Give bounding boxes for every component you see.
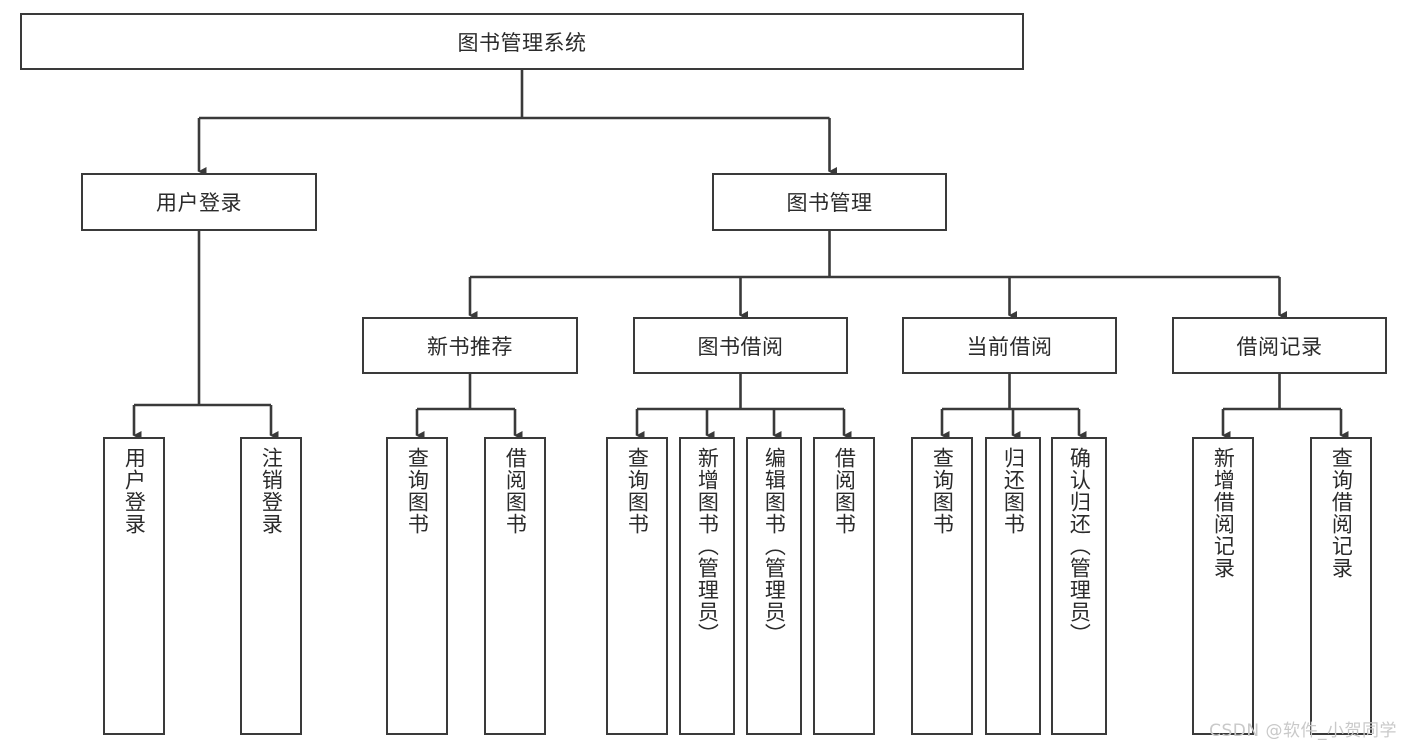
node-leaf-user-login[interactable]: 用户登录 [103, 437, 165, 735]
node-label: 确认归还（管理员） [1067, 447, 1092, 645]
node-borrow-record[interactable]: 借阅记录 [1172, 317, 1387, 374]
node-label: 用户登录 [122, 447, 147, 535]
node-root-图书管理系统[interactable]: 图书管理系统 [20, 13, 1024, 70]
node-leaf-borrow-book[interactable]: 借阅图书 [813, 437, 875, 735]
node-book-manage[interactable]: 图书管理 [712, 173, 947, 231]
node-label: 借阅图书 [832, 447, 857, 535]
node-label: 借阅图书 [503, 447, 528, 535]
node-leaf-return-book[interactable]: 归还图书 [985, 437, 1041, 735]
node-leaf-query-book-borrow[interactable]: 查询图书 [606, 437, 668, 735]
node-label: 新增借阅记录 [1211, 447, 1236, 579]
node-new-book-rec[interactable]: 新书推荐 [362, 317, 578, 374]
node-label: 编辑图书（管理员） [762, 447, 787, 645]
node-label: 新书推荐 [427, 334, 513, 359]
node-leaf-query-book-rec[interactable]: 查询图书 [386, 437, 448, 735]
node-book-borrow[interactable]: 图书借阅 [633, 317, 848, 374]
node-leaf-query-book-cur[interactable]: 查询图书 [911, 437, 973, 735]
node-user-login[interactable]: 用户登录 [81, 173, 317, 231]
node-label: 查询图书 [930, 447, 955, 535]
node-leaf-edit-book[interactable]: 编辑图书（管理员） [746, 437, 802, 735]
node-label: 用户登录 [156, 191, 242, 215]
node-label: 图书管理 [786, 191, 873, 215]
node-leaf-add-book[interactable]: 新增图书（管理员） [679, 437, 735, 735]
node-label: 图书借阅 [697, 334, 784, 359]
node-label: 新增图书（管理员） [695, 447, 720, 645]
node-label: 查询图书 [625, 447, 650, 535]
node-label: 归还图书 [1001, 447, 1026, 535]
node-leaf-query-record[interactable]: 查询借阅记录 [1310, 437, 1372, 735]
node-leaf-add-record[interactable]: 新增借阅记录 [1192, 437, 1254, 735]
node-label: 查询借阅记录 [1329, 447, 1354, 579]
csdn-watermark: CSDN @软件_小贺同学 [1209, 721, 1397, 741]
node-label: 注销登录 [259, 447, 284, 535]
node-leaf-logout[interactable]: 注销登录 [240, 437, 302, 735]
node-leaf-confirm-return[interactable]: 确认归还（管理员） [1051, 437, 1107, 735]
node-label: 图书管理系统 [457, 30, 587, 55]
node-leaf-borrow-book-rec[interactable]: 借阅图书 [484, 437, 546, 735]
node-label: 借阅记录 [1236, 334, 1323, 359]
node-label: 当前借阅 [966, 334, 1053, 359]
node-current-borrow[interactable]: 当前借阅 [902, 317, 1117, 374]
node-label: 查询图书 [405, 447, 430, 535]
